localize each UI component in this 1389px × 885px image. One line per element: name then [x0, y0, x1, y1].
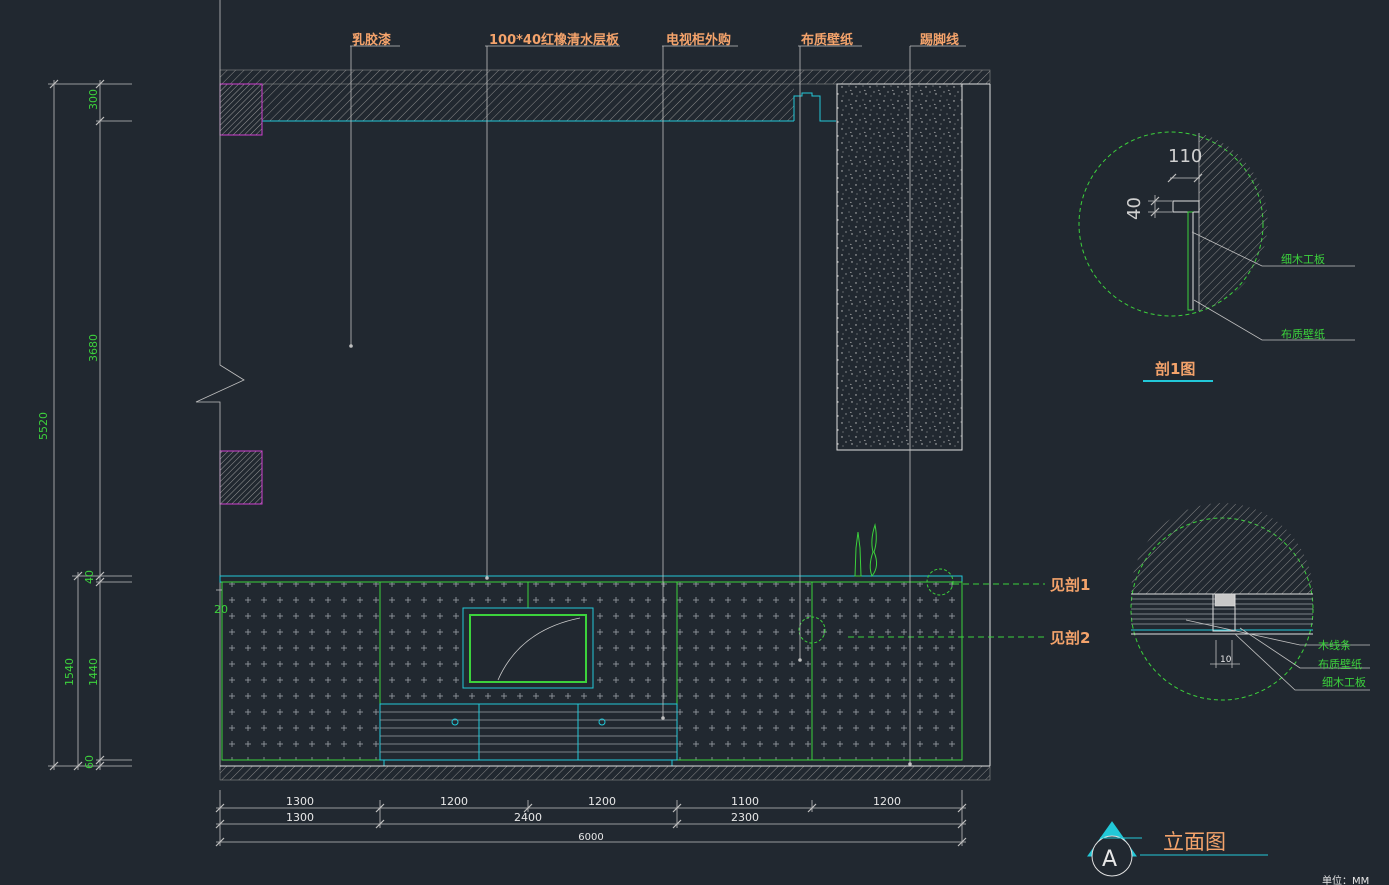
horizontal-dimension-ticks [215, 803, 967, 847]
ceiling-step [793, 92, 836, 122]
vertical-dimension-lines [48, 80, 132, 770]
callout-wallpaper: 布质壁纸 [801, 32, 853, 48]
detail2-dim: 10 [1220, 655, 1232, 665]
detail-2 [1130, 503, 1370, 701]
wall-section-top [219, 83, 263, 136]
callout-tv-cabinet: 电视柜外购 [666, 32, 731, 48]
ceiling-soffit [262, 84, 794, 121]
dim-60: 60 [83, 755, 96, 769]
elevation-symbol-letter: A [1102, 847, 1117, 872]
break-line [195, 0, 245, 770]
hdim-row1-4: 1100 [731, 795, 759, 808]
hdim-row1-1: 1300 [286, 795, 314, 808]
dim-1540: 1540 [63, 658, 76, 686]
hdim-row2-1: 1300 [286, 811, 314, 824]
tv-reflection [497, 617, 581, 681]
shelf [219, 575, 963, 583]
section-mark-1 [926, 568, 954, 596]
drawer-knob [598, 718, 606, 726]
hdim-row1-5: 1200 [873, 795, 901, 808]
horizontal-dimension-lines [216, 790, 966, 846]
detail2-label-strip: 木线条 [1318, 638, 1351, 652]
dim-5520: 5520 [37, 412, 50, 440]
hdim-row1-2: 1200 [440, 795, 468, 808]
hdim-row1-3: 1200 [588, 795, 616, 808]
detail-1 [1078, 131, 1355, 341]
section-mark-2 [798, 616, 826, 644]
callout-shelf: 100*40红橡清水层板 [489, 32, 620, 48]
section-ref-1: 见剖1 [1050, 576, 1090, 594]
section-ref-2: 见剖2 [1050, 629, 1090, 647]
unit-label: 单位：MM [1322, 874, 1369, 885]
vase-decoration [854, 531, 862, 577]
cabinet-slats [380, 711, 677, 753]
floor-slab [219, 765, 991, 781]
tv-screen [469, 614, 587, 683]
dim-1440: 1440 [87, 658, 100, 686]
detail1-label-board: 细木工板 [1281, 252, 1325, 266]
callout-latex-paint: 乳胶漆 [352, 32, 391, 48]
detail1-title: 剖1图 [1155, 360, 1195, 378]
detail1-dim-width: 110 [1168, 146, 1202, 167]
vase-decoration [869, 523, 878, 577]
detail2-label-board: 细木工板 [1322, 675, 1366, 689]
ceiling-slab [219, 69, 991, 85]
detail1-label-wallpaper: 布质壁纸 [1281, 327, 1325, 341]
dim-3680: 3680 [87, 334, 100, 362]
dim-40: 40 [83, 570, 96, 584]
hdim-row2-3: 2300 [731, 811, 759, 824]
hdim-row2-2: 2400 [514, 811, 542, 824]
tv-cabinet [379, 703, 678, 761]
callout-skirting: 踢脚线 [920, 32, 959, 48]
drawing-title: 立面图 [1163, 830, 1226, 854]
hdim-total: 6000 [578, 832, 603, 843]
wall-section-bottom [219, 450, 263, 505]
wallpaper-panel [836, 83, 963, 451]
dim-20: 20 [214, 603, 228, 616]
drawer-knob [451, 718, 459, 726]
dim-300: 300 [87, 89, 100, 110]
detail1-dim-height: 40 [1124, 197, 1145, 220]
detail2-label-wallpaper: 布质壁纸 [1318, 657, 1362, 671]
vertical-dimension-ticks [49, 79, 105, 771]
elevation-symbol-icon [1087, 821, 1142, 877]
